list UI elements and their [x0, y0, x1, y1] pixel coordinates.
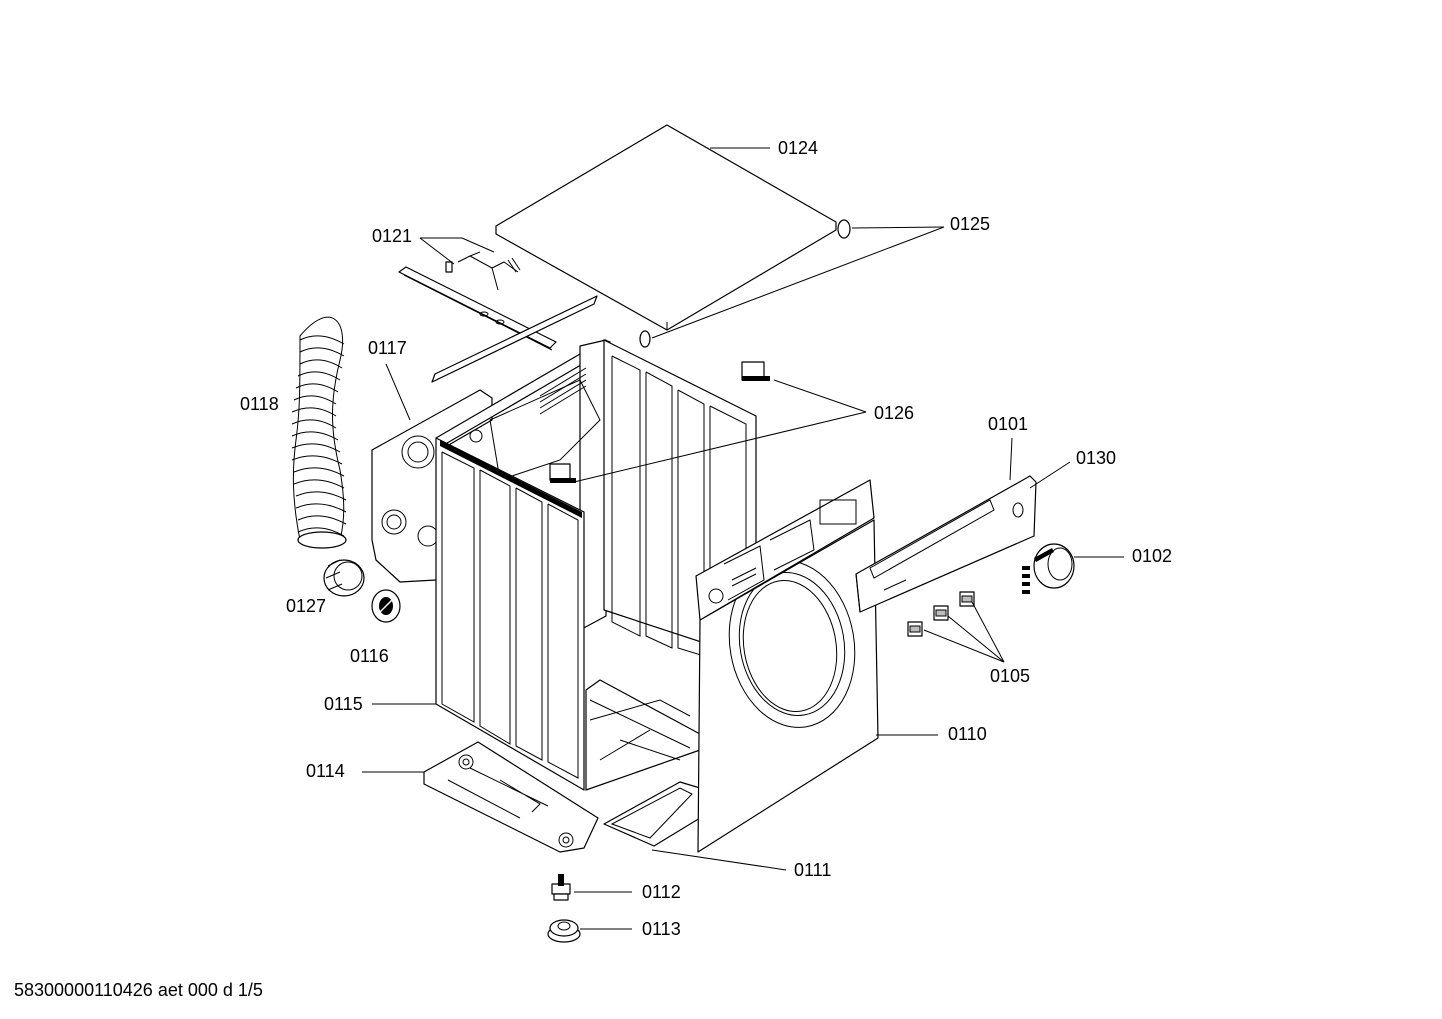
label-0102: 0102: [1132, 546, 1172, 566]
label-0130: 0130: [1076, 448, 1116, 468]
rear-rail-part: [398, 251, 598, 383]
side-panel-part: [435, 437, 585, 791]
exhaust-hose-part: [291, 316, 347, 549]
label-0124: 0124: [778, 138, 818, 158]
duct-ring-part: [323, 559, 365, 597]
label-0111: 0111: [794, 860, 831, 880]
front-panel-part: [695, 479, 879, 853]
label-0101: 0101: [988, 414, 1028, 434]
control-panel-part: [855, 475, 1037, 613]
label-0118: 0118: [240, 394, 279, 414]
label-0115: 0115: [324, 694, 363, 714]
foot-cap-part: [547, 919, 581, 943]
label-0121: 0121: [372, 226, 412, 246]
label-0125: 0125: [950, 214, 990, 234]
knob-part: [1022, 543, 1075, 594]
plinth-part: [603, 781, 701, 847]
label-0127: 0127: [286, 596, 326, 616]
buttons-part: [907, 591, 975, 637]
label-0112: 0112: [642, 882, 681, 902]
label-0105: 0105: [990, 666, 1030, 686]
part-labels: 0124 0125 0121 0117 0118 0126 0101 0130 …: [240, 138, 1172, 939]
filter-cap-part: [371, 589, 401, 623]
label-0116: 0116: [350, 646, 389, 666]
label-0117: 0117: [368, 338, 407, 358]
label-0126: 0126: [874, 403, 914, 423]
clip-part: [639, 219, 851, 348]
base-plate-part: [423, 741, 599, 853]
label-0114: 0114: [306, 761, 345, 781]
bracket-part: [549, 361, 770, 483]
top-cover-part: [495, 124, 837, 331]
leader-lines: [362, 147, 1124, 930]
foot-part: [551, 874, 571, 901]
document-id: 58300000110426 aet 000 d 1/5: [14, 980, 263, 1000]
label-0113: 0113: [642, 919, 681, 939]
base-frame: [585, 679, 701, 791]
label-0110: 0110: [948, 724, 987, 744]
